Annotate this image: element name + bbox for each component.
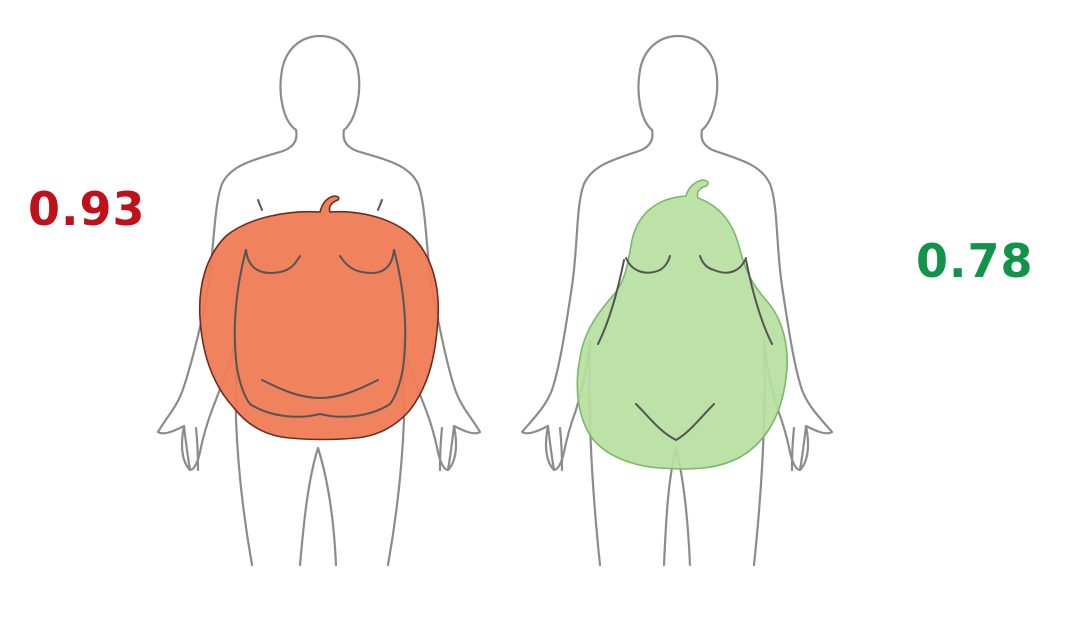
right-hand-left-fingers: [546, 424, 564, 472]
left-hand-left-fingers: [182, 424, 200, 472]
pear-figure: [520, 34, 834, 567]
left-head-outline: [279, 34, 361, 132]
left-legs-outline: [298, 446, 338, 567]
apple-figure: [156, 34, 482, 567]
right-hand-right-fingers: [790, 424, 808, 472]
right-head-outline: [637, 34, 719, 132]
apple-ratio-label: 0.93: [28, 182, 146, 236]
apple-torso-lines: [233, 199, 407, 418]
left-hand-right-fingers: [438, 424, 456, 472]
pear-ratio-label: 0.78: [916, 234, 1034, 288]
pear-breast-lines: [625, 255, 747, 274]
apple-breast-lines: [245, 249, 395, 274]
pear-torso-lines: [597, 259, 773, 441]
apple-shape: [198, 195, 440, 441]
pear-shape: [576, 179, 788, 470]
